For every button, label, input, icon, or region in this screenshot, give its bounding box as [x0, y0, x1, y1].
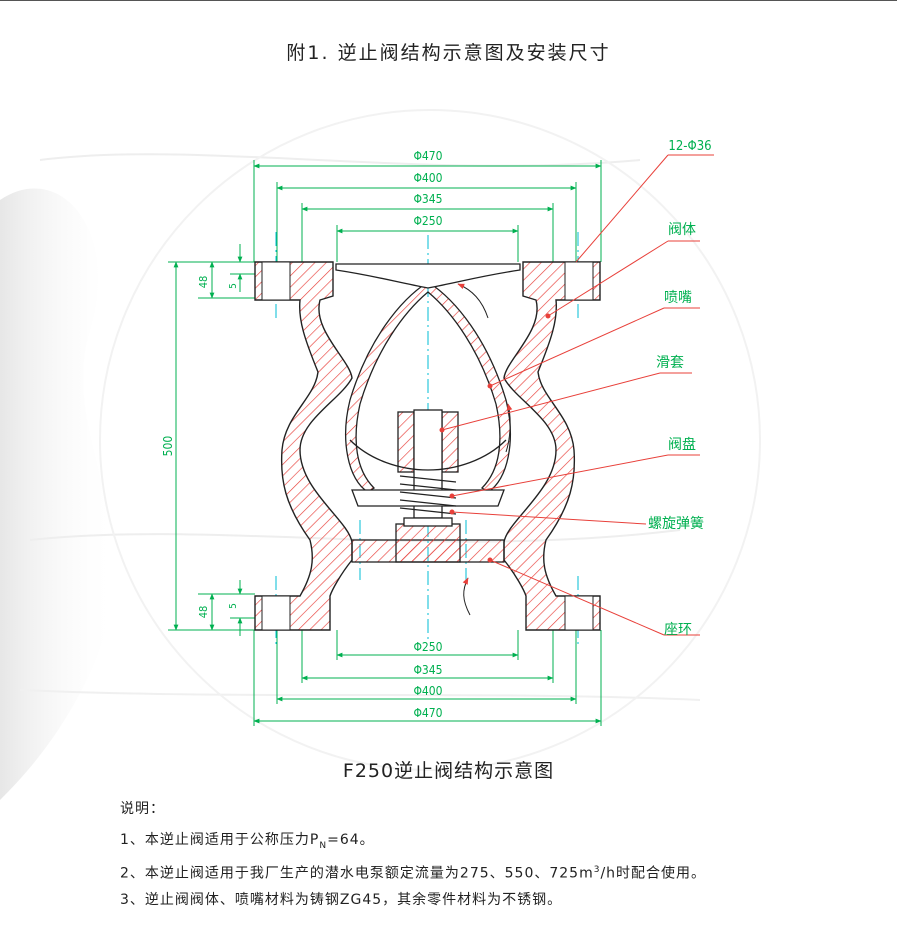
notes-section: 说明： 1、本逆止阀适用于公称压力PN=64。 2、本逆止阀适用于我厂生产的潜水… — [120, 798, 706, 917]
note-item: 3、逆止阀阀体、喷嘴材料为铸钢ZG45，其余零件材料为不锈钢。 — [120, 892, 563, 908]
label-seat-ring: 座环 — [664, 622, 692, 638]
page-title: 附1. 逆止阀结构示意图及安装尺寸 — [286, 42, 611, 64]
notes-heading: 说明： — [120, 801, 165, 817]
valve-body — [254, 261, 601, 631]
top-border-line — [0, 0, 897, 1]
label-valve-body: 阀体 — [668, 222, 696, 238]
dim-bottom-470: Φ470 — [413, 706, 442, 720]
seat-ring — [351, 517, 505, 563]
dim-bottom-flange-48: 48 — [197, 606, 210, 619]
dim-bottom-345: Φ345 — [413, 663, 442, 677]
dim-bottom-400: Φ400 — [413, 684, 442, 698]
dim-height-500: 500 — [161, 436, 175, 457]
coil-spring — [399, 475, 457, 515]
leader-lines — [439, 154, 714, 636]
note-item: 2、本逆止阀适用于我厂生产的潜水电泵额定流量为275、550、725m3/h时配… — [120, 865, 707, 882]
label-sliding-sleeve: 滑套 — [656, 354, 684, 371]
dim-top-flange-5: 5 — [228, 283, 239, 289]
label-coil-spring: 螺旋弹簧 — [648, 516, 704, 532]
label-nozzle: 喷嘴 — [664, 290, 692, 306]
dim-top-400: Φ400 — [413, 171, 442, 185]
label-valve-disc: 阀盘 — [668, 436, 696, 453]
dim-bolts: 12-Φ36 — [668, 139, 711, 154]
dim-bottom-flange-5: 5 — [228, 603, 239, 609]
dimension-lines — [168, 160, 602, 726]
dim-top-250: Φ250 — [413, 214, 442, 228]
dim-top-flange-48: 48 — [197, 276, 210, 289]
figure-caption: F250逆止阀结构示意图 — [342, 760, 555, 782]
note-item: 1、本逆止阀适用于公称压力PN=64。 — [120, 832, 375, 851]
dim-top-345: Φ345 — [413, 192, 442, 206]
dim-top-470: Φ470 — [413, 149, 442, 163]
nozzle — [335, 263, 521, 493]
dim-bottom-250: Φ250 — [413, 640, 442, 654]
